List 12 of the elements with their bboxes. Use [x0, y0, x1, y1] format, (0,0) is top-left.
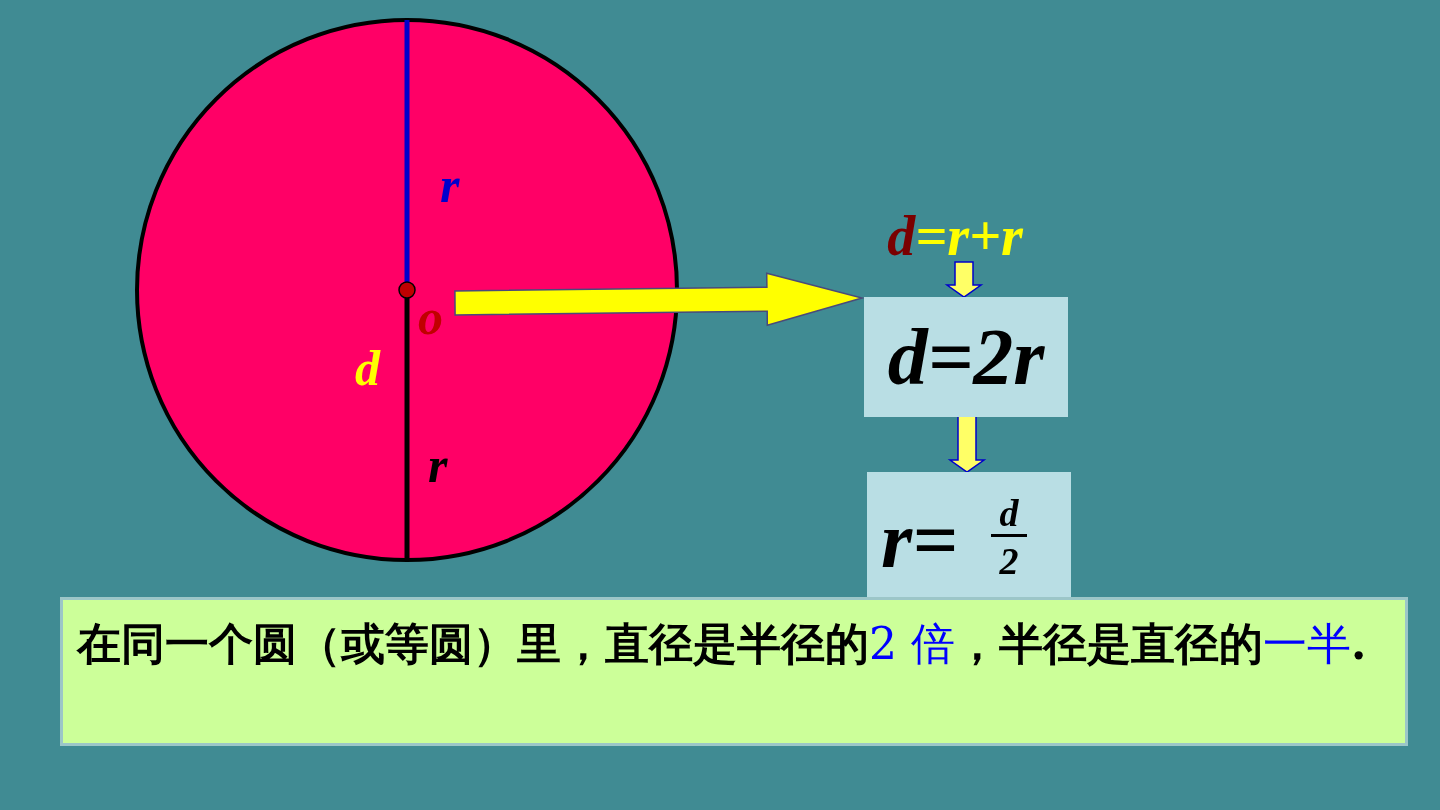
label: r — [440, 160, 460, 210]
label: o — [418, 292, 443, 342]
formula-box: d=2r — [864, 297, 1068, 417]
formula-box: r= d 2 — [867, 472, 1071, 597]
arrow — [944, 261, 984, 298]
arrow — [947, 414, 987, 473]
arrow — [454, 272, 865, 327]
note-text: 在同一个圆（或等圆）里，直径是半径的2 倍，半径是直径的一半. — [77, 617, 1368, 671]
label: r — [428, 440, 448, 490]
label: d — [355, 343, 380, 393]
formula: d=r+r — [886, 208, 1024, 264]
note-box — [60, 597, 1408, 746]
